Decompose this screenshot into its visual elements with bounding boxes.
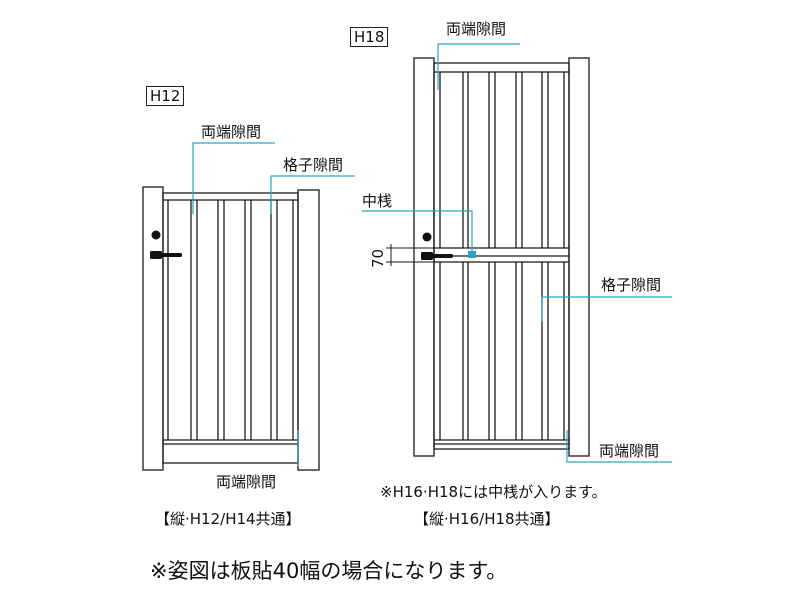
left-label-both-end-gap-top: 両端隙間: [201, 123, 262, 141]
dimension-70-label: 70: [369, 248, 387, 268]
middle-rail-marker: [468, 251, 476, 258]
leader-lines: [192, 43, 672, 466]
right-gate-middle-rail-note: ※H16·H18には中桟が入ります。: [380, 483, 607, 501]
left-gate-handle: [150, 230, 182, 259]
right-gate-middle-rail: [434, 247, 569, 263]
right-label-both-end-gap-top: 両端隙間: [446, 20, 507, 38]
right-gate-slats-lower: [439, 262, 565, 440]
dimension-70-lines: [386, 244, 434, 266]
footnote: ※姿図は板貼40幅の場合になります。: [150, 559, 508, 583]
left-gate-caption: 【縦·H12/H14共通】: [155, 510, 301, 528]
right-label-lattice-gap: 格子隙間: [601, 276, 662, 294]
left-label-lattice-gap: 格子隙間: [283, 156, 344, 174]
left-gate: [142, 186, 320, 471]
left-gate-tag: H12: [146, 86, 185, 106]
left-gate-frame: [162, 192, 299, 464]
right-label-both-end-gap-bottom: 両端隙間: [599, 442, 660, 460]
left-label-both-end-gap-bottom: 両端隙間: [216, 473, 277, 491]
left-gate-hinge-post: [142, 186, 164, 471]
right-gate-caption: 【縦·H16/H18共通】: [414, 510, 560, 528]
right-gate-tag: H18: [350, 27, 389, 47]
right-gate-latch-post: [568, 57, 590, 457]
left-gate-slats: [167, 200, 294, 440]
right-gate-handle: [421, 232, 453, 260]
right-gate-slats-upper: [439, 72, 565, 248]
left-gate-latch-post: [297, 189, 320, 471]
right-label-middle-rail: 中桟: [362, 192, 393, 210]
